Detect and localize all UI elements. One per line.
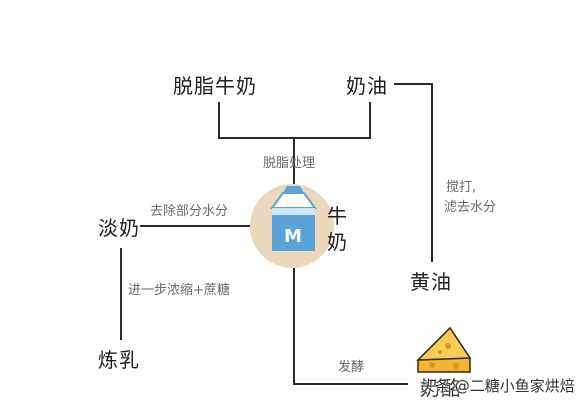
edge-label-concentrate: 进一步浓缩+蔗糖	[128, 283, 230, 298]
line-cream-butter	[394, 83, 433, 262]
cheese-icon	[416, 326, 472, 373]
line-ferment	[293, 268, 408, 385]
connector-lines	[120, 83, 433, 385]
milk-carton-icon: M	[270, 186, 317, 251]
watermark: 头条 @二糖小鱼家烘焙	[420, 377, 575, 395]
node-cheese: 奶酪	[420, 376, 462, 400]
node-butter: 黄油	[410, 270, 452, 294]
edge-label-ferment: 发酵	[338, 360, 365, 375]
node-evaporated-milk: 淡奶	[98, 216, 140, 240]
edge-label-whip-line2: 滤去水分	[444, 200, 497, 215]
edge-label-remove-water: 去除部分水分	[150, 204, 229, 219]
line-skim-milk	[218, 102, 371, 139]
edge-label-defat: 脱脂处理	[263, 156, 316, 171]
node-cream: 奶油	[346, 74, 388, 98]
edge-label-whip-line1: 搅打,	[446, 180, 477, 195]
node-condensed-milk: 炼乳	[98, 348, 140, 372]
node-milk: 牛奶	[327, 204, 347, 254]
milk-carton-letter: M	[284, 226, 302, 247]
node-skim-milk: 脱脂牛奶	[173, 74, 257, 98]
